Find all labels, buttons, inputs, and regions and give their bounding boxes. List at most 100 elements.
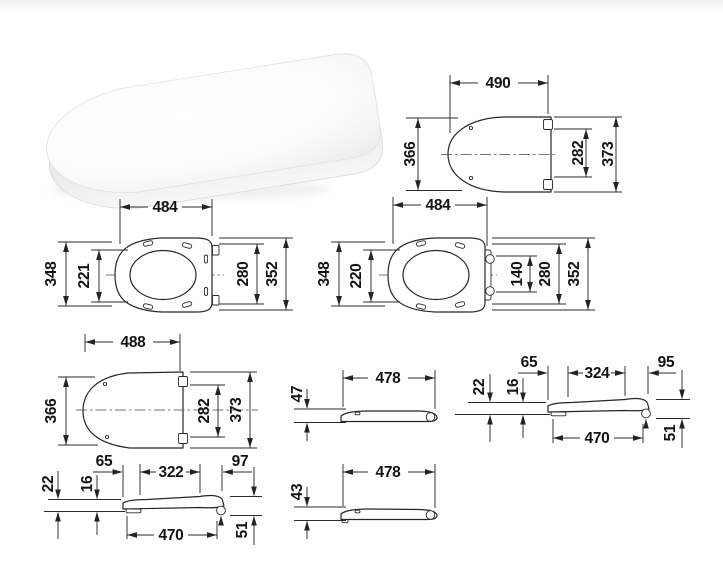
dim-label: 322 bbox=[159, 464, 184, 481]
view-cover-top-right: 490 366 282 373 bbox=[402, 75, 622, 193]
dim-label: 348 bbox=[43, 261, 60, 287]
dim-height-43: 43 bbox=[289, 483, 346, 539]
dim-profile-height-16: 16 bbox=[505, 378, 526, 438]
seat-3d-render bbox=[46, 53, 384, 209]
dim-label: 470 bbox=[585, 430, 610, 447]
ring-opening bbox=[129, 249, 197, 301]
dim-label: 366 bbox=[402, 141, 419, 167]
dim-label: 484 bbox=[426, 197, 452, 214]
view-cover-top-left: 488 366 282 373 bbox=[43, 334, 258, 449]
dim-label: 490 bbox=[486, 75, 511, 92]
dim-width-484: 484 bbox=[392, 197, 488, 246]
dim-hinge-height-51: 51 bbox=[656, 370, 690, 448]
hinge-pin bbox=[485, 286, 495, 296]
dim-label: 51 bbox=[234, 521, 251, 538]
hinge-pin bbox=[216, 505, 226, 516]
dim-label: 140 bbox=[509, 262, 526, 287]
dim-label: 484 bbox=[153, 199, 179, 216]
dim-hinge-span-280: 280 bbox=[219, 243, 264, 305]
dim-length-478: 478 bbox=[342, 464, 436, 508]
front-bumper bbox=[550, 411, 567, 417]
dim-overall-depth-373: 373 bbox=[190, 371, 257, 449]
dim-label: 220 bbox=[348, 264, 365, 289]
seat-profile bbox=[547, 397, 650, 413]
dim-label: 65 bbox=[521, 354, 538, 371]
dim-depth-366: 366 bbox=[402, 117, 462, 191]
dim-label: 16 bbox=[505, 378, 522, 395]
bumper-dot bbox=[468, 125, 474, 131]
top-shade bbox=[0, 0, 723, 13]
dim-label: 478 bbox=[376, 464, 402, 481]
hinge-tab bbox=[212, 245, 220, 256]
dim-hinge-height-51: 51 bbox=[230, 467, 262, 545]
bumper-dot bbox=[468, 175, 474, 181]
dim-depth-366: 366 bbox=[43, 376, 98, 446]
dim-front-height-22: 22 bbox=[471, 374, 493, 442]
dim-width-484: 484 bbox=[119, 199, 213, 244]
dim-front-height-22: 22 bbox=[40, 471, 61, 539]
dim-label: 366 bbox=[43, 398, 60, 424]
dim-label: 22 bbox=[40, 476, 57, 493]
bumper-dot bbox=[104, 434, 110, 440]
dim-label: 488 bbox=[121, 334, 147, 351]
dim-label: 280 bbox=[235, 262, 252, 287]
extension-lines bbox=[455, 402, 550, 415]
front-bumper bbox=[341, 519, 349, 524]
hinge-tab bbox=[543, 119, 553, 130]
dim-profile-height-16: 16 bbox=[79, 475, 100, 535]
view-seat-side-right: 65 324 95 22 16 470 bbox=[455, 354, 690, 448]
dim-hinge-span-280: 280 bbox=[492, 243, 566, 305]
cover-outline bbox=[82, 371, 184, 449]
dim-label: 95 bbox=[658, 354, 675, 371]
front-bumper bbox=[125, 508, 142, 514]
dim-label: 352 bbox=[566, 262, 583, 287]
dim-opening-depth-221: 221 bbox=[76, 249, 128, 303]
bumper-notch bbox=[354, 509, 361, 514]
dim-label: 47 bbox=[289, 386, 306, 403]
view-cover-side: 478 47 bbox=[289, 370, 438, 441]
hinge-pin bbox=[485, 254, 495, 264]
hinge-tab bbox=[543, 179, 553, 190]
dim-label: 478 bbox=[376, 370, 402, 387]
dim-label: 324 bbox=[585, 365, 611, 382]
dim-height-47: 47 bbox=[289, 386, 346, 441]
dim-label: 43 bbox=[289, 483, 306, 500]
dim-rear-offset-95: 95 bbox=[647, 354, 676, 394]
dim-overall-depth-352: 352 bbox=[492, 237, 595, 311]
dim-overall-depth-352: 352 bbox=[219, 237, 293, 311]
dim-label: 16 bbox=[79, 475, 96, 492]
hinge-pin bbox=[425, 412, 436, 422]
dim-overall-depth-373: 373 bbox=[554, 116, 622, 193]
dim-label: 373 bbox=[600, 141, 617, 167]
dim-label: 352 bbox=[264, 262, 281, 287]
hinge-pin bbox=[425, 510, 436, 520]
bumper-notch bbox=[354, 411, 361, 416]
view-ring-top-right: 484 348 220 140 280 bbox=[316, 197, 595, 313]
dim-label: 348 bbox=[316, 261, 333, 287]
dim-label: 51 bbox=[662, 424, 679, 441]
bumper-slots bbox=[415, 240, 466, 310]
dim-label: 282 bbox=[196, 399, 213, 424]
dim-outer-depth-348: 348 bbox=[43, 241, 112, 307]
dim-label: 221 bbox=[76, 263, 93, 289]
bumper-dot bbox=[102, 381, 108, 387]
dim-length-478: 478 bbox=[342, 370, 436, 409]
dim-label: 97 bbox=[232, 453, 249, 470]
dim-rear-offset-97: 97 bbox=[221, 453, 252, 491]
dim-label: 22 bbox=[471, 379, 488, 396]
dim-fixing-span-322: 322 bbox=[139, 464, 201, 495]
hinge-pin bbox=[641, 408, 651, 419]
dim-pin-span-140: 140 bbox=[496, 255, 537, 293]
hinge-tab bbox=[212, 295, 220, 306]
dim-outer-depth-348: 348 bbox=[316, 241, 385, 307]
ring-opening bbox=[402, 249, 470, 301]
dim-width-490: 490 bbox=[449, 75, 549, 133]
dim-label: 280 bbox=[537, 262, 554, 287]
dim-fixing-length-470: 470 bbox=[552, 419, 644, 447]
dim-label: 282 bbox=[570, 141, 587, 166]
hinge-tab bbox=[178, 433, 188, 444]
dim-front-offset-65: 65 bbox=[518, 354, 549, 400]
hinge-tab bbox=[178, 376, 188, 387]
